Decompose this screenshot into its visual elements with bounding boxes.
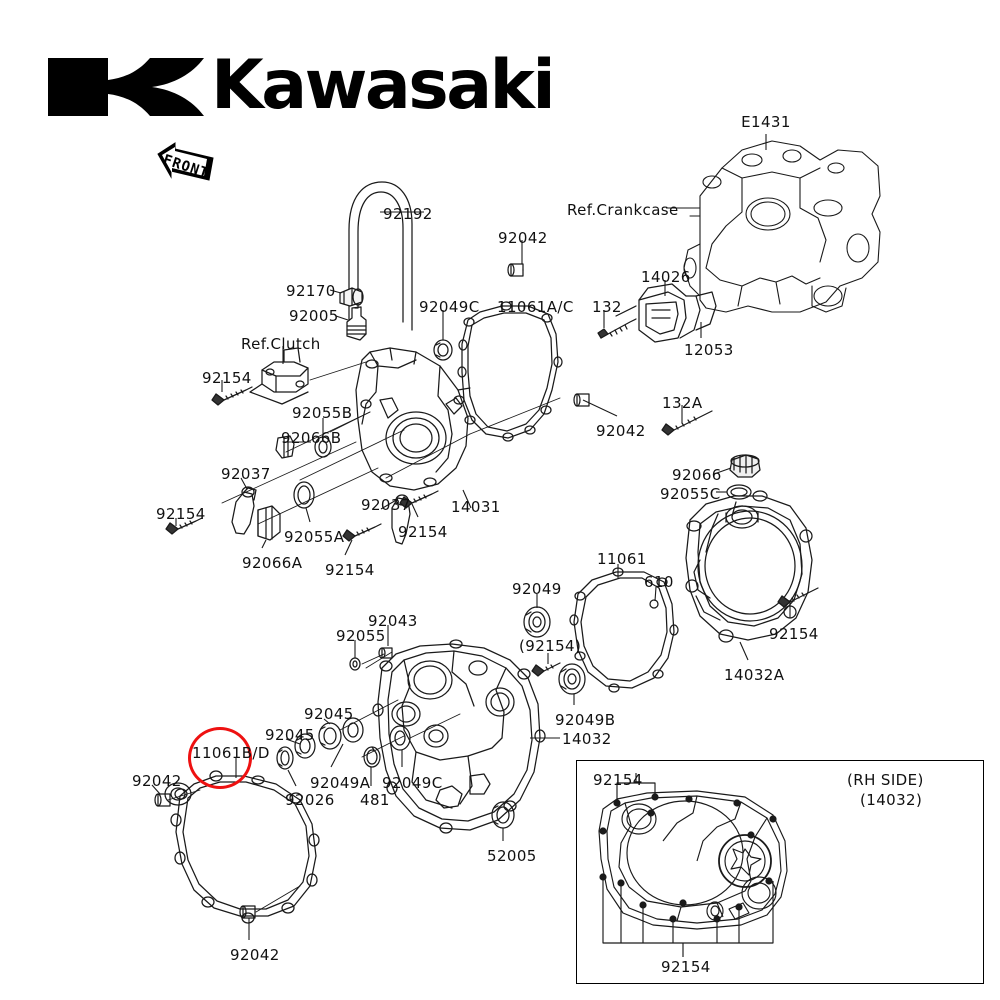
label-ref-crankcase: Ref.Crankcase xyxy=(567,201,679,219)
label-92066: 92066 xyxy=(672,466,722,484)
label-92037-b: 92037 xyxy=(361,496,411,514)
oil-seal-92049 xyxy=(523,606,551,638)
label-92026: 92026 xyxy=(285,791,335,809)
assembly-guide-lines xyxy=(221,361,561,525)
label-92055c: 92055C xyxy=(660,485,721,503)
label-92042-a: 92042 xyxy=(498,229,548,247)
oil-seal-92049c-a xyxy=(433,339,453,361)
label-11061: 11061 xyxy=(597,550,647,568)
inset-label-92154-bottom: 92154 xyxy=(661,958,711,976)
label-14032a: 14032A xyxy=(724,666,785,684)
label-92192: 92192 xyxy=(383,205,433,223)
label-92049b: 92049B xyxy=(555,711,616,729)
bearing-92045-a xyxy=(318,722,342,750)
oil-seal-92049b xyxy=(558,663,586,695)
fitting-92005 xyxy=(346,306,367,341)
label-92045-a: 92045 xyxy=(304,705,354,723)
crankcase-assembly xyxy=(683,140,881,313)
label-92042-d: 92042 xyxy=(230,946,280,964)
label-92154-c: 92154 xyxy=(398,523,448,541)
o-ring-92055 xyxy=(349,657,361,671)
inset-label-rh-side: (RH SIDE) xyxy=(847,771,924,789)
oil-filler-cap-92066 xyxy=(729,454,761,478)
label-14032: 14032 xyxy=(562,730,612,748)
dowel-pin-92042-a xyxy=(507,263,524,277)
label-92043: 92043 xyxy=(368,612,418,630)
circlip-481 xyxy=(363,746,381,768)
label-481: 481 xyxy=(360,791,390,809)
inset-line-art xyxy=(598,773,788,957)
label-132: 132 xyxy=(592,298,622,316)
label-92055: 92055 xyxy=(336,627,386,645)
label-610: 610 xyxy=(644,573,674,591)
label-92049c-a: 92049C xyxy=(419,298,480,316)
label-92170: 92170 xyxy=(286,282,336,300)
label-92154-a: 92154 xyxy=(202,369,252,387)
gasket-guide-lines xyxy=(167,789,301,913)
label-92042-b: 92042 xyxy=(596,422,646,440)
label-ref-clutch: Ref.Clutch xyxy=(241,335,321,353)
label-12053: 12053 xyxy=(684,341,734,359)
label-132a: 132A xyxy=(662,394,703,412)
label-14026: 14026 xyxy=(641,268,691,286)
kawasaki-logo: Kawasaki xyxy=(46,50,576,124)
label-92049a: 92049A xyxy=(310,774,371,792)
small-part-guide-lines xyxy=(339,651,461,758)
hose-clamp-92170 xyxy=(339,287,364,307)
bolt-132a xyxy=(661,410,713,436)
bolt-92154-a xyxy=(211,386,253,406)
bearing-92045-b xyxy=(294,733,316,759)
label-11061ac: 11061A/C xyxy=(497,298,574,316)
label-92049: 92049 xyxy=(512,580,562,598)
label-52005: 52005 xyxy=(487,847,537,865)
label-11061bd: 11061B/D xyxy=(192,744,270,762)
clutch-cover-14032 xyxy=(372,639,546,834)
highlight-circle-11061bd xyxy=(188,727,252,789)
engine-cover-14031 xyxy=(355,347,471,491)
bolt-92154-e xyxy=(777,587,819,608)
ref-clutch-part xyxy=(249,347,309,405)
label-92045-b: 92045 xyxy=(265,726,315,744)
label-92049c-b: 92049C xyxy=(382,774,443,792)
chain-guide-bracket-assembly xyxy=(615,283,717,343)
label-92005: 92005 xyxy=(289,307,339,325)
dowel-pin-92042-c xyxy=(154,793,171,807)
kawasaki-river-mark-icon xyxy=(48,58,204,116)
label-92154-e: 92154 xyxy=(769,625,819,643)
label-92154-f: (92154) xyxy=(519,637,582,655)
bolt-132 xyxy=(597,318,637,339)
label-14031: 14031 xyxy=(451,498,501,516)
bolt-92154-f xyxy=(531,662,561,677)
label-92055b: 92055B xyxy=(292,404,353,422)
clutch-cover-14032a xyxy=(685,490,813,643)
label-92042-c: 92042 xyxy=(132,772,182,790)
bolt-92154-c xyxy=(399,490,439,509)
label-92154-d: 92154 xyxy=(325,561,375,579)
steel-ball-610 xyxy=(649,599,659,609)
label-92154-b: 92154 xyxy=(156,505,206,523)
label-e1431: E1431 xyxy=(741,113,791,131)
label-92066a: 92066A xyxy=(242,554,303,572)
label-92055a: 92055A xyxy=(284,528,345,546)
bolt-92154-d xyxy=(342,523,382,542)
dowel-pin-92042-d xyxy=(239,905,256,919)
label-92066b: 92066B xyxy=(281,429,342,447)
inset-label-assembly-ref: (14032) xyxy=(860,791,923,809)
front-direction-badge: FRONT xyxy=(155,140,225,192)
label-92037-a: 92037 xyxy=(221,465,271,483)
gasket-11061 xyxy=(569,567,679,693)
front-direction-arrow-icon xyxy=(157,142,214,181)
inset-label-92154-top: 92154 xyxy=(593,771,643,789)
gasket-11061ac xyxy=(457,301,563,442)
kawasaki-wordmark: Kawasaki xyxy=(211,46,556,125)
bolt-92154-b xyxy=(165,517,203,535)
dowel-pin-92042-b xyxy=(573,393,590,407)
shim-92026 xyxy=(276,746,294,770)
rh-side-inset-panel: 92154 92154 (RH SIDE) (14032) xyxy=(576,760,984,984)
